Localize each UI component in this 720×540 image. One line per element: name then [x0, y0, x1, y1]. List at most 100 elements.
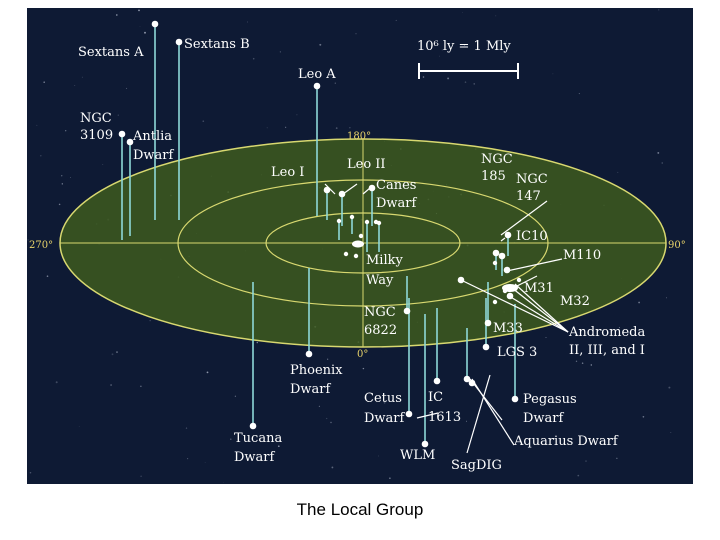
- ngc185-marker: [492, 249, 500, 257]
- star: [151, 152, 153, 154]
- star: [138, 9, 140, 12]
- star: [642, 415, 645, 418]
- angle-label-bottom: 0°: [357, 349, 368, 360]
- milky-way-label-line1: Milky: [366, 253, 404, 268]
- star: [266, 127, 268, 129]
- star: [657, 151, 660, 154]
- star: [466, 420, 467, 422]
- star: [661, 162, 663, 164]
- star: [27, 239, 29, 241]
- scale-bar: [418, 63, 519, 79]
- m33-marker: [484, 319, 492, 327]
- star: [202, 120, 205, 123]
- star: [285, 126, 287, 128]
- star: [111, 353, 114, 356]
- m33-label: M33: [493, 321, 523, 336]
- star: [187, 458, 189, 460]
- star: [577, 474, 580, 477]
- star: [668, 386, 671, 389]
- star: [616, 457, 618, 459]
- galaxy-marker: [336, 218, 342, 224]
- m32-label: M32: [560, 294, 590, 309]
- canes-label-line1: Canes: [376, 178, 416, 193]
- milky-way-marker: [354, 240, 362, 248]
- figure-caption: The Local Group: [296, 500, 424, 519]
- star: [617, 171, 619, 173]
- star: [70, 177, 72, 179]
- ngc6822-marker: [403, 307, 411, 315]
- tucana-label-line2: Dwarf: [234, 450, 276, 465]
- star: [670, 432, 672, 433]
- star: [185, 427, 188, 429]
- star: [495, 15, 497, 17]
- star: [349, 127, 351, 129]
- sagdig-label: SagDIG: [451, 458, 502, 473]
- star: [252, 57, 255, 60]
- star: [383, 401, 386, 404]
- star: [149, 320, 151, 322]
- star: [139, 26, 141, 28]
- ngc147-marker: [498, 252, 506, 260]
- star: [43, 81, 45, 83]
- angle-label-right: 90°: [668, 240, 686, 251]
- star: [658, 9, 660, 11]
- galaxy-marker: [364, 219, 370, 225]
- star: [422, 76, 425, 78]
- galaxy-marker: [343, 251, 349, 257]
- ic10-marker: [504, 231, 512, 239]
- star: [40, 155, 42, 157]
- star: [638, 301, 640, 304]
- star: [585, 460, 587, 462]
- wlm-label: WLM: [400, 448, 435, 463]
- milky-way-label-line2: Way: [366, 273, 394, 288]
- star: [78, 426, 80, 427]
- star: [102, 164, 104, 165]
- ngc6822-label-line1: NGC: [364, 305, 396, 320]
- aquarius-label: Aquarius Dwarf: [513, 434, 619, 449]
- wlm-marker: [421, 440, 429, 448]
- sextans-b-label: Sextans B: [184, 37, 250, 52]
- cetus-marker: [405, 410, 413, 418]
- phoenix-label-line1: Phoenix: [290, 363, 343, 378]
- scale-bar-label: 10⁶ ly = 1 Mly: [417, 39, 511, 54]
- star: [115, 14, 118, 16]
- star: [144, 31, 146, 34]
- star: [116, 351, 118, 353]
- galaxy-marker: [349, 214, 355, 220]
- ngc3109-label-line2: 3109: [80, 128, 113, 143]
- leo-i-marker: [323, 186, 331, 194]
- star: [204, 462, 206, 463]
- antlia-marker: [126, 138, 134, 146]
- star: [61, 183, 63, 185]
- star: [81, 76, 83, 78]
- canes-marker: [368, 184, 376, 192]
- star: [665, 297, 668, 299]
- pegasus-label-line2: Dwarf: [523, 411, 565, 426]
- cetus-label-line1: Cetus: [364, 391, 402, 406]
- star: [395, 19, 397, 21]
- galaxy-marker: [358, 233, 364, 239]
- angle-label-top: 180°: [347, 131, 371, 142]
- star: [334, 82, 336, 84]
- m32-marker: [506, 292, 514, 300]
- star: [618, 326, 620, 329]
- ngc185-label-line1: NGC: [481, 152, 513, 167]
- leo-ii-marker: [338, 190, 346, 198]
- star: [581, 362, 584, 364]
- star: [464, 81, 467, 83]
- star: [296, 114, 298, 116]
- star: [318, 405, 321, 408]
- star: [355, 33, 357, 35]
- star: [578, 93, 580, 95]
- lgs3-marker: [482, 343, 490, 351]
- angle-label-left: 270°: [29, 240, 53, 251]
- star: [277, 445, 280, 448]
- antlia-label-line2: Dwarf: [133, 148, 175, 163]
- star: [61, 175, 63, 177]
- galaxy-marker: [492, 260, 498, 266]
- star: [441, 49, 443, 51]
- star: [439, 55, 440, 57]
- star: [230, 438, 232, 440]
- star: [29, 472, 32, 474]
